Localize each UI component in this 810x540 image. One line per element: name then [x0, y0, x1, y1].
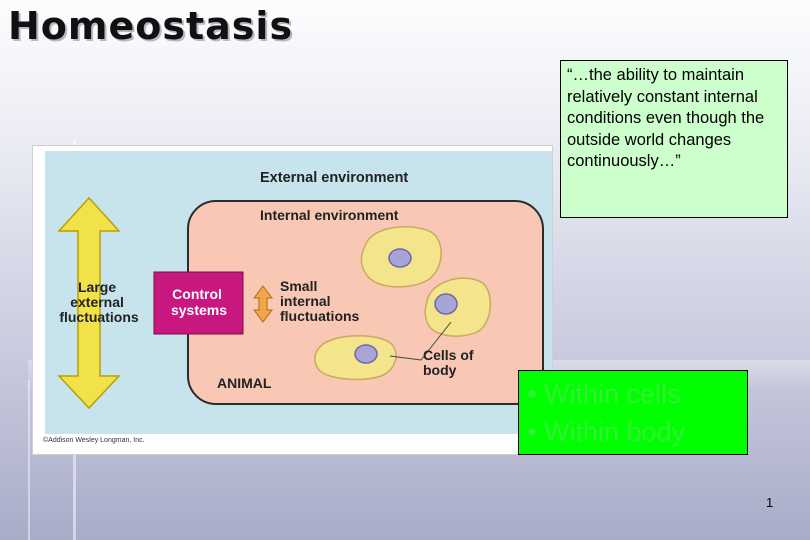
cell-icon [361, 227, 441, 287]
animal-label: ANIMAL [217, 375, 272, 391]
cell-icon [315, 336, 396, 380]
control-systems-label: Control systems [171, 286, 227, 318]
internal-environment-label: Internal environment [260, 207, 399, 223]
bullet-box: Within cells Within body [518, 370, 748, 455]
homeostasis-diagram: External environment Internal environmen… [32, 145, 553, 455]
slide-title: Homeostasis [8, 4, 293, 48]
bullet-list: Within cells Within body [527, 375, 739, 451]
page-number: 1 [766, 495, 773, 510]
external-environment-label: External environment [260, 170, 408, 186]
background-line [28, 380, 30, 540]
definition-box: “…the ability to maintain relatively con… [560, 60, 788, 218]
bullet-within-body: Within body [527, 413, 739, 451]
copyright-text: ©Addison Wesley Longman, Inc. [43, 436, 145, 444]
bullet-within-cells: Within cells [527, 375, 739, 413]
